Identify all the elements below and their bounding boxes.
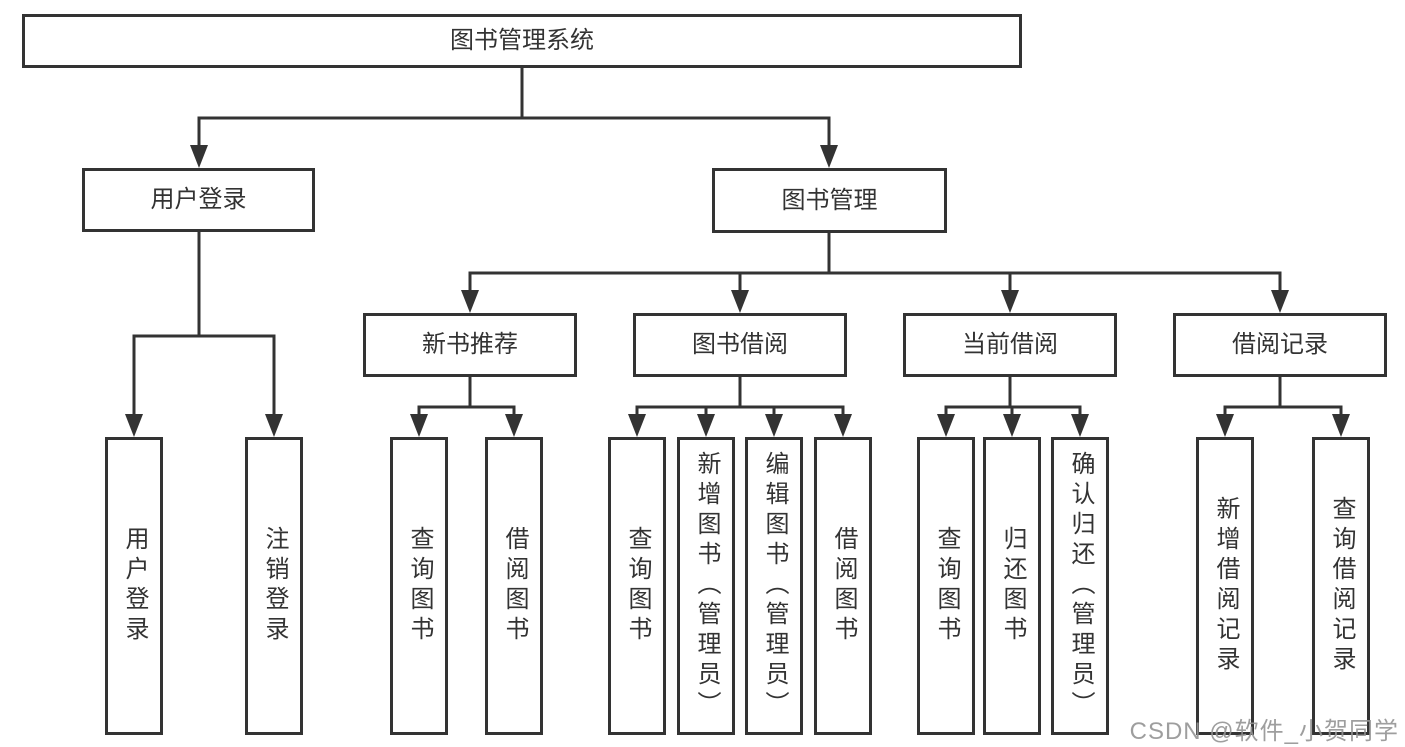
arrowhead — [628, 414, 646, 437]
node-book-borrow: 图书借阅 — [633, 313, 847, 377]
leaf-label: 编辑图书（管理员） — [761, 451, 788, 721]
node-library-management-system: 图书管理系统 — [22, 14, 1022, 68]
arrowhead — [697, 414, 715, 437]
leaf-label: 新增图书（管理员） — [693, 451, 720, 721]
arrowhead — [834, 414, 852, 437]
arrowhead — [937, 414, 955, 437]
leaf-return-book: 归还图书 — [983, 437, 1041, 735]
node-new-book-recommend: 新书推荐 — [363, 313, 577, 377]
node-label: 用户登录 — [150, 186, 247, 213]
leaf-query-books-current: 查询图书 — [917, 437, 975, 735]
leaf-borrow-books: 借阅图书 — [814, 437, 872, 735]
leaf-label: 查询图书 — [624, 526, 651, 646]
leaf-label: 查询借阅记录 — [1328, 496, 1355, 676]
connector-current-to-leaves — [944, 377, 1082, 416]
arrowhead — [265, 414, 283, 437]
arrowhead — [190, 145, 208, 168]
leaf-logout: 注销登录 — [245, 437, 303, 735]
arrowhead — [1001, 290, 1019, 313]
leaf-add-borrow-record: 新增借阅记录 — [1196, 437, 1254, 735]
arrowhead — [505, 414, 523, 437]
leaf-borrow-books-recommend: 借阅图书 — [485, 437, 543, 735]
leaf-label: 注销登录 — [261, 526, 288, 646]
node-borrow-records: 借阅记录 — [1173, 313, 1387, 377]
arrowhead — [1216, 414, 1234, 437]
node-label: 当前借阅 — [962, 331, 1058, 358]
leaf-query-books-borrow: 查询图书 — [608, 437, 666, 735]
arrowhead — [1271, 290, 1289, 313]
arrowhead — [410, 414, 428, 437]
arrowhead — [820, 145, 838, 168]
connector-recommend-to-leaves — [417, 377, 516, 416]
node-label: 图书管理系统 — [450, 27, 594, 54]
arrowhead — [1071, 414, 1089, 437]
connector-login-to-leaves — [132, 232, 276, 416]
leaf-query-books-recommend: 查询图书 — [390, 437, 448, 735]
arrowhead — [125, 414, 143, 437]
leaf-label: 查询图书 — [933, 526, 960, 646]
leaf-label: 查询图书 — [406, 526, 433, 646]
arrowhead — [461, 290, 479, 313]
node-label: 图书借阅 — [692, 331, 788, 358]
leaf-edit-book-admin: 编辑图书（管理员） — [745, 437, 803, 735]
node-label: 借阅记录 — [1232, 331, 1328, 358]
connector-records-to-leaves — [1223, 377, 1343, 416]
leaf-label: 借阅图书 — [830, 526, 857, 646]
connector-mgmt-to-level3 — [468, 233, 1282, 292]
arrowhead — [731, 290, 749, 313]
leaf-confirm-return-admin: 确认归还（管理员） — [1051, 437, 1109, 735]
leaf-user-login: 用户登录 — [105, 437, 163, 735]
arrowhead — [1003, 414, 1021, 437]
csdn-watermark: CSDN @软件_小贺同学 — [1129, 718, 1399, 745]
leaf-label: 确认归还（管理员） — [1067, 451, 1094, 721]
node-label: 新书推荐 — [422, 331, 518, 358]
leaf-label: 新增借阅记录 — [1212, 496, 1239, 676]
leaf-label: 归还图书 — [999, 526, 1026, 646]
arrowhead — [1332, 414, 1350, 437]
connector-root-to-level2 — [197, 68, 831, 148]
node-book-management: 图书管理 — [712, 168, 947, 233]
node-user-login: 用户登录 — [82, 168, 315, 232]
node-label: 图书管理 — [781, 186, 878, 214]
leaf-label: 借阅图书 — [501, 526, 528, 646]
leaf-add-book-admin: 新增图书（管理员） — [677, 437, 735, 735]
leaf-label: 用户登录 — [121, 526, 148, 646]
connector-borrow-to-leaves — [635, 377, 845, 416]
leaf-query-borrow-record: 查询借阅记录 — [1312, 437, 1370, 735]
node-current-borrow: 当前借阅 — [903, 313, 1117, 377]
arrowhead — [765, 414, 783, 437]
